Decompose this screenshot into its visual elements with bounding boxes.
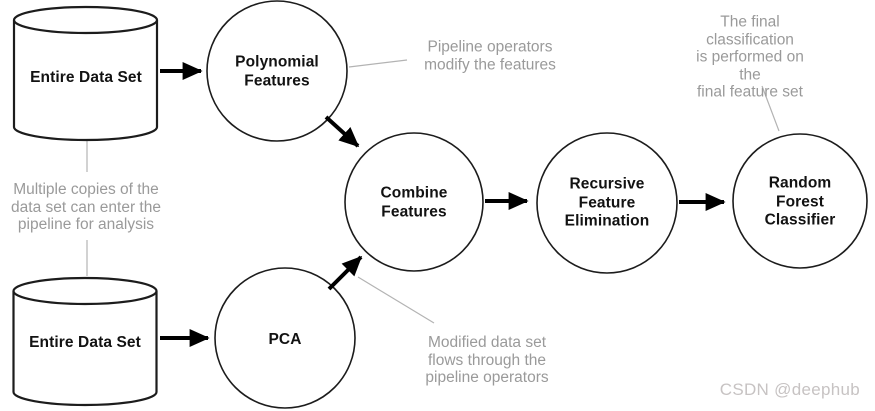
arrow-polynomial-to-combine: [324, 115, 360, 148]
recursive-feature-elimination-node: [536, 132, 678, 274]
note-pipeline-operators: Pipeline operators modify the features: [424, 38, 556, 74]
dataset-bottom-label: Entire Data Set: [29, 333, 141, 351]
leader-line-polynomial-to-note: [348, 59, 408, 68]
leader-line-note-to-classifier: [761, 85, 780, 132]
arrow-pca-to-combine: [327, 255, 363, 291]
database-cylinder-top: [12, 5, 159, 142]
random-forest-classifier-node: [732, 133, 868, 269]
note-modified-data: Modified data set flows through the pipe…: [425, 333, 549, 386]
pca-node: [214, 267, 356, 409]
polynomial-features-node: [206, 0, 348, 142]
rfc-label: Random Forest Classifier: [764, 174, 836, 229]
dataset-top-label: Entire Data Set: [30, 68, 142, 86]
combine-label: Combine Features: [380, 184, 448, 221]
polynomial-label: Polynomial Features: [235, 53, 319, 90]
note-final-classification: The final classification is performed on…: [696, 13, 804, 101]
combine-features-node: [344, 132, 484, 272]
database-cylinder-bottom: [12, 276, 158, 407]
csdn-watermark: CSDN @deephub: [719, 380, 860, 399]
note-multiple-copies: Multiple copies of the data set can ente…: [11, 180, 161, 233]
leader-line-combine-to-note: [357, 276, 435, 324]
rfe-label: Recursive Feature Elimination: [564, 175, 650, 230]
pca-label: PCA: [268, 330, 302, 348]
